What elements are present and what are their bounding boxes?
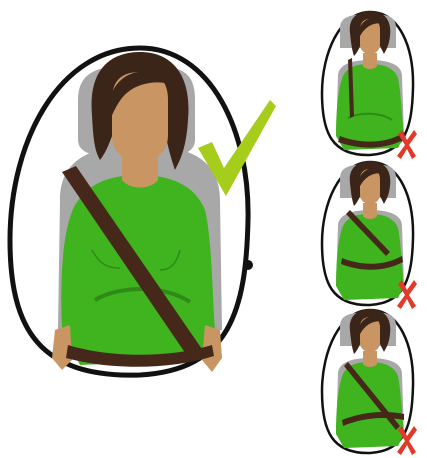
cross-icon xyxy=(396,128,418,160)
correct-seatbelt-illustration xyxy=(0,40,285,385)
check-icon xyxy=(196,98,278,198)
correct-seatbelt-figure xyxy=(0,40,285,385)
cross-icon xyxy=(396,424,418,456)
